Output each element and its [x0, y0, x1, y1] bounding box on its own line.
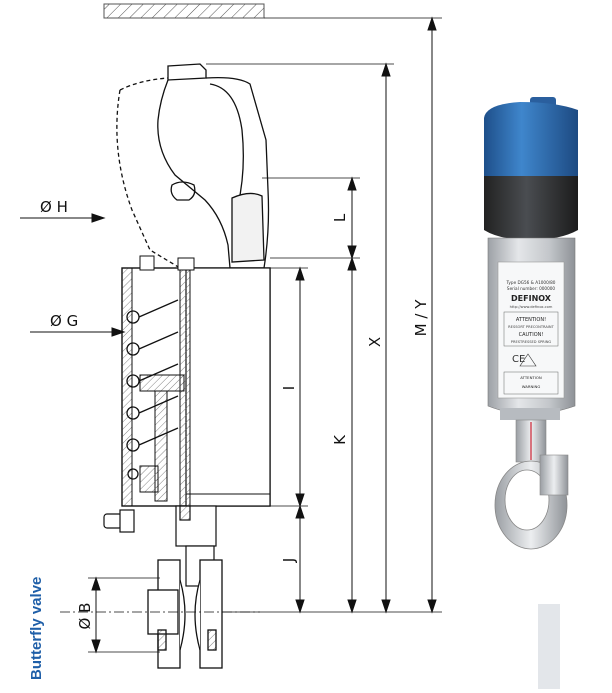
actuator-head — [116, 63, 270, 269]
photo-blue-cap — [484, 102, 578, 178]
section-title: Butterfly valve — [28, 576, 45, 680]
dim-label-l: L — [331, 213, 349, 222]
valve-body — [147, 559, 223, 669]
label-hazard-icon — [519, 353, 537, 367]
dim-label-b: Ø B — [76, 603, 94, 630]
label-type-line: Type DG56 & A1000/80 — [506, 280, 556, 285]
extension-lines — [88, 17, 442, 653]
dim-label-x: X — [366, 337, 384, 347]
ceiling-hatch — [103, 3, 265, 19]
dim-label-g: Ø G — [50, 312, 78, 330]
label-brand: DEFINOX — [511, 294, 552, 303]
dim-label-j: J — [280, 558, 298, 563]
spring-coils — [126, 299, 179, 480]
photo-valve-flange — [539, 454, 569, 496]
photo-label-plate — [497, 261, 565, 399]
photo-cylinder-base — [500, 408, 560, 420]
dimension-lines — [20, 16, 437, 654]
label-caution-en: PRESTRESSED SPRING — [511, 340, 552, 344]
label-warning-box-2 — [503, 371, 559, 395]
dim-label-k: K — [331, 434, 349, 445]
dim-label-i: I — [280, 386, 298, 390]
air-fitting — [103, 509, 135, 533]
label-attention-fr: RESSORT PRECONTRAINT — [508, 325, 554, 329]
label-caution: CAUTION! — [519, 332, 544, 338]
coupling-bracket — [175, 505, 217, 587]
photo-valve-bore — [504, 469, 550, 531]
photo-dark-ring — [484, 176, 578, 240]
label-ce-mark: CE — [512, 354, 525, 365]
gray-side-bar — [538, 604, 560, 689]
dim-label-my: M / Y — [412, 299, 430, 337]
label-attention: ATTENTION! — [516, 317, 546, 323]
actuator-body — [121, 255, 271, 507]
label-warning: WARNING — [522, 384, 541, 389]
label-attention2: ATTENTION — [520, 375, 542, 380]
label-warning-box — [503, 311, 559, 347]
product-photo: Type DG56 & A1000/80 Serial number: 0000… — [484, 97, 578, 550]
label-web: http://www.definox.com — [510, 305, 553, 309]
label-serial-line: Serial number: 000000 — [507, 286, 556, 291]
dim-label-h: Ø H — [40, 198, 68, 216]
